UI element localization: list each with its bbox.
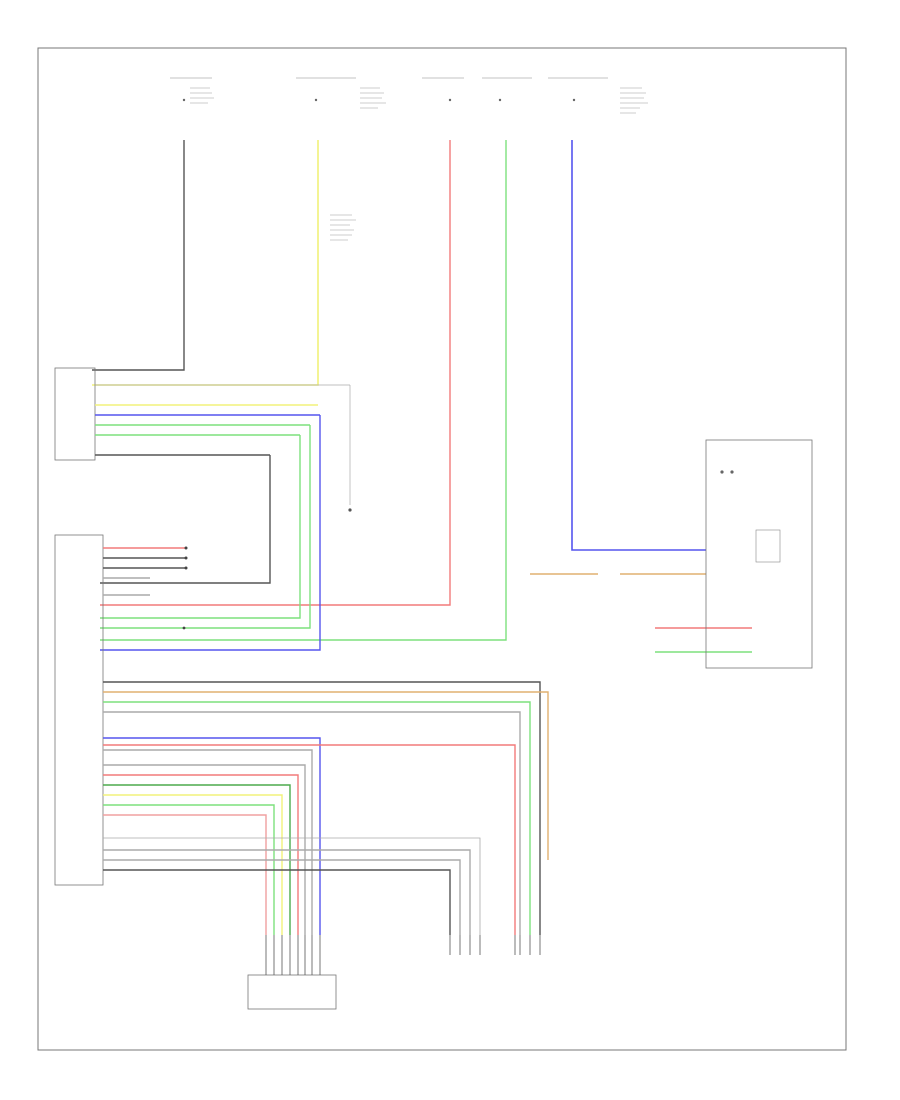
lower-harness-to-torque-sensor xyxy=(103,737,321,935)
fuse-4-icon xyxy=(498,98,502,102)
ecu-upper-vertical-drops xyxy=(100,385,351,651)
fuse-1-icon xyxy=(182,98,186,102)
wire-blue-fuse5 xyxy=(571,140,706,551)
lower-harness-to-angle-sensor xyxy=(103,681,549,935)
combination-meter-inner xyxy=(755,529,781,563)
combination-meter-indicator-icons xyxy=(720,470,734,474)
skid-ecu-upper-wires xyxy=(103,547,185,596)
fuse-symbols xyxy=(182,98,576,102)
junction-connector-wires xyxy=(530,573,752,653)
power-steering-ecu-upper-connector xyxy=(54,367,96,461)
fuse-2-icon xyxy=(314,98,318,102)
skid-ecu-terminal-icons xyxy=(182,546,188,630)
ground-point-icon xyxy=(348,508,352,512)
steering-torque-sensor-connector xyxy=(247,974,337,1010)
wire-red-fuse3 xyxy=(100,140,451,606)
skid-control-ecu-connector xyxy=(54,534,104,886)
wire-yellow-fuse2 xyxy=(92,140,319,386)
wire-black-fuse1 xyxy=(92,140,185,371)
fuse-5-icon xyxy=(572,98,576,102)
fuse-3-icon xyxy=(448,98,452,102)
fuse-description-text xyxy=(190,87,648,241)
diagram-frame xyxy=(37,47,847,1051)
torque-sensor-pins xyxy=(265,935,321,975)
ecu-upper-wires xyxy=(95,384,350,456)
angle-sensor-pins xyxy=(449,935,541,955)
combination-meter-box xyxy=(705,439,813,669)
wire-green-fuse4 xyxy=(100,140,507,641)
